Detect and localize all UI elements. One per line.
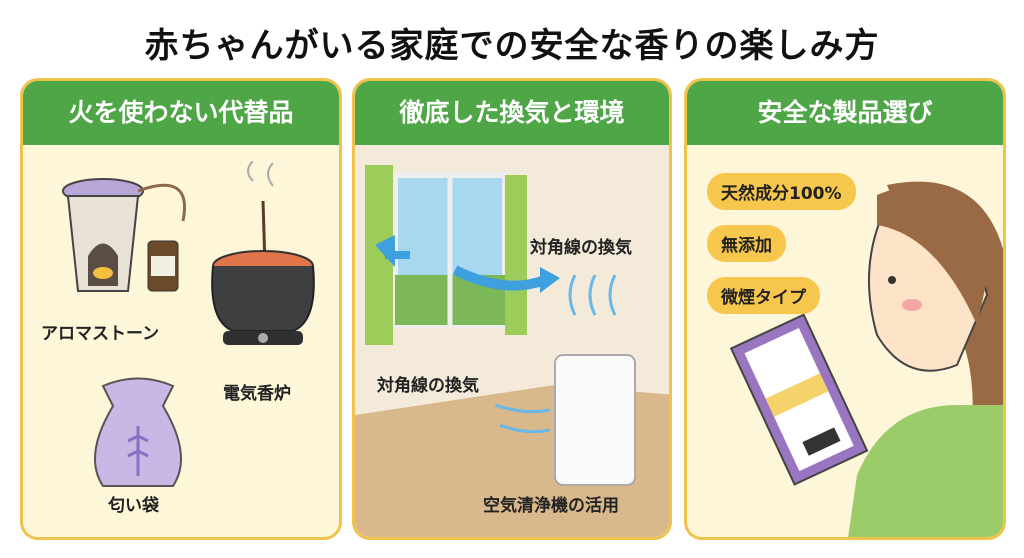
- label-scent-sachet: 匂い袋: [108, 496, 159, 516]
- badge-low-smoke: 微煙タイプ: [707, 277, 820, 314]
- scent-sachet-illustration: [94, 377, 182, 487]
- label-electric-incense-burner: 電気香炉: [223, 384, 291, 404]
- label-aroma-stone: アロマストーン: [41, 324, 160, 344]
- panel-heading: 火を使わない代替品: [23, 81, 339, 145]
- aroma-stone-illustration: [62, 178, 186, 292]
- panel-ventilation: 徹底した換気と環境 対角線の換気 対角線の換気 空気清浄機の活用: [352, 78, 672, 540]
- badge-natural-ingredients: 天然成分100%: [707, 173, 856, 210]
- panel-heading: 安全な製品選び: [687, 81, 1003, 145]
- room-illustration: [355, 145, 669, 537]
- page-title: 赤ちゃんがいる家庭での安全な香りの楽しみ方: [144, 26, 880, 66]
- panel-heading: 徹底した換気と環境: [355, 81, 669, 145]
- electric-incense-burner-illustration: [211, 161, 315, 345]
- panel-fire-free-alternatives: 火を使わない代替品 アロマストーン 電気香炉 匂い袋: [20, 78, 342, 540]
- woman-reading-label-illustration: [729, 181, 1003, 537]
- label-air-purifier: 空気清浄機の活用: [483, 496, 619, 516]
- panel-safe-product-selection: 安全な製品選び 天然成分100% 無添加 微煙タイプ: [684, 78, 1006, 540]
- badge-additive-free: 無添加: [707, 225, 786, 262]
- label-diagonal-ventilation-1: 対角線の換気: [530, 238, 632, 258]
- label-diagonal-ventilation-2: 対角線の換気: [377, 376, 479, 396]
